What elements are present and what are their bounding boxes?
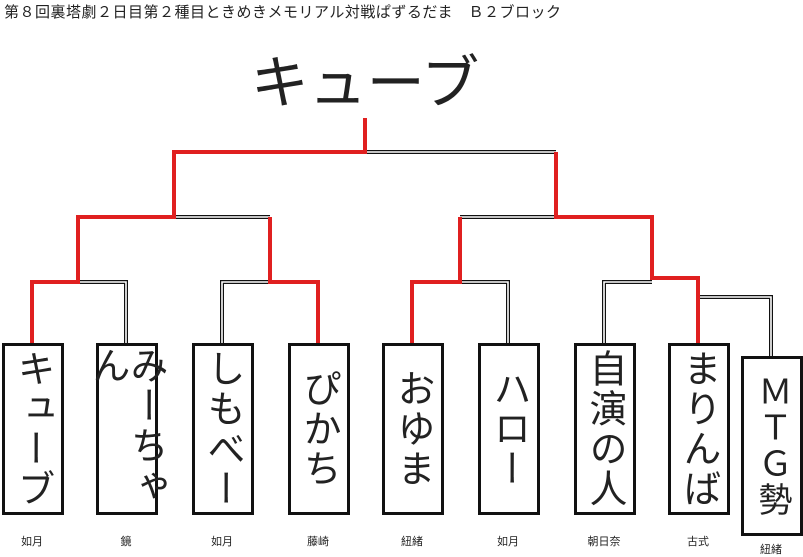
player-school: 朝日奈 — [587, 535, 621, 548]
champion-name: キューブ — [250, 49, 480, 117]
player-school: 古式 — [687, 535, 709, 548]
player-box-9: ＭＴＧ勢 — [741, 356, 803, 536]
bracket-line — [221, 281, 270, 343]
player-name: みーちゃん — [86, 346, 168, 506]
player-name: おゆま — [391, 369, 435, 489]
player-school: 藤崎 — [307, 535, 329, 548]
bracket-line — [460, 281, 509, 343]
player-box-5: おゆま — [382, 343, 444, 515]
player-school: 鏡 — [120, 535, 132, 548]
player-box-1: キューブ — [2, 343, 64, 515]
player-name: まりんば — [677, 349, 721, 509]
bracket-line — [602, 280, 652, 343]
bracket-line — [460, 280, 510, 343]
player-name: しもべー — [201, 349, 245, 509]
player-name: ぴかち — [297, 369, 341, 489]
bracket-line — [603, 281, 652, 343]
player-school: 如月 — [497, 535, 519, 548]
player-box-8: まりんば — [668, 343, 730, 515]
bracket-line — [700, 296, 772, 356]
bracket-line — [78, 280, 128, 343]
winner-path-line — [30, 118, 367, 343]
player-box-4: ぴかち — [288, 343, 350, 515]
player-school: 紐緒 — [760, 543, 782, 556]
player-name: ＭＴＧ勢 — [752, 374, 792, 518]
page-title: 第８回裏塔劇２日目第２種目ときめきメモリアル対戦ぱずるだま Ｂ２ブロック — [4, 3, 562, 21]
player-name: キューブ — [11, 349, 55, 509]
player-name: 自演の人 — [583, 349, 627, 509]
player-box-2: みーちゃん — [86, 343, 168, 515]
winner-path-line — [410, 217, 462, 343]
player-box-6: ハロー — [478, 343, 540, 515]
bracket-line — [78, 281, 127, 343]
player-box-7: 自演の人 — [574, 343, 636, 515]
player-box-3: しもべー — [192, 343, 254, 515]
winner-path-line — [268, 217, 320, 343]
player-name: ハロー — [487, 369, 531, 489]
bracket-line — [220, 280, 270, 343]
winner-path-line — [554, 152, 700, 343]
player-school: 如月 — [211, 535, 233, 548]
player-school: 如月 — [21, 535, 43, 548]
player-school: 紐緒 — [401, 535, 423, 548]
